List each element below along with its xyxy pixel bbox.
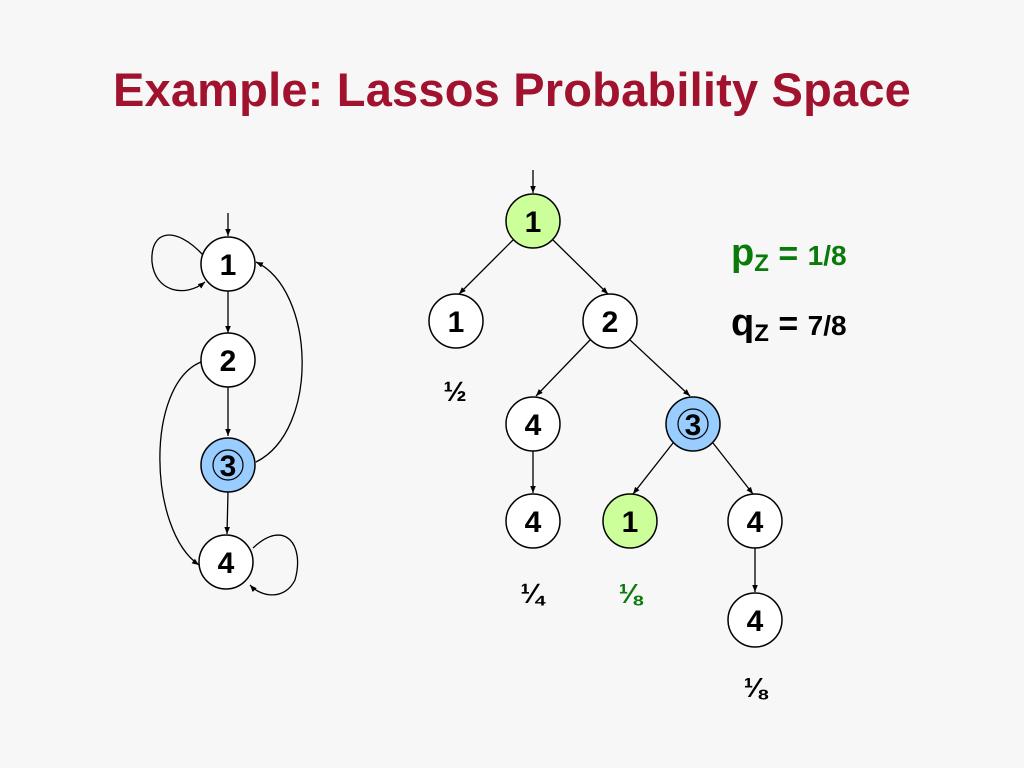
tree-node-l2-a-label: 4 xyxy=(525,409,542,442)
edge-g4-selfloop xyxy=(249,534,299,596)
state-node-4: 4 xyxy=(198,534,254,590)
tree-node-l2-a: 4 xyxy=(505,396,561,452)
edge-t-root-l1b xyxy=(552,239,609,295)
tree-node-l1-b-label: 2 xyxy=(602,306,619,339)
state-node-1-circle xyxy=(200,236,256,292)
tree-node-l2-a-circle xyxy=(505,396,561,452)
tree-node-l1-b-circle xyxy=(582,293,638,349)
equation-p-sub: Z xyxy=(754,250,769,277)
probability-labels: ½ ¼ ⅛ ⅛ xyxy=(443,376,768,703)
prob-eighth-green: ⅛ xyxy=(618,578,643,609)
tree-node-l3-a: 4 xyxy=(505,493,561,549)
tree-node-l3-a-circle xyxy=(505,493,561,549)
tree-node-l4-a-label: 4 xyxy=(747,605,764,638)
tree-node-l3-c-label: 4 xyxy=(747,506,764,539)
tree-node-l4-a: 4 xyxy=(727,592,783,648)
equation-q-eq: = xyxy=(768,305,808,343)
equation-p: pZ = 1/8 xyxy=(731,232,847,278)
tree-node-l1-b: 2 xyxy=(582,293,638,349)
state-node-2-circle xyxy=(200,332,256,388)
equation-p-eq: = xyxy=(768,235,808,273)
tree-node-l2-b-circle xyxy=(665,396,721,452)
tree-node-l3-c: 4 xyxy=(727,493,783,549)
state-node-1-label: 1 xyxy=(220,249,237,282)
edge-g2-g4 xyxy=(159,361,202,566)
equation-q-var: q xyxy=(731,302,755,344)
tree-node-l1-a-circle xyxy=(428,293,484,349)
tree-node-l3-a-label: 4 xyxy=(525,506,542,539)
state-node-3-label: 3 xyxy=(220,450,237,483)
tree-node-l2-b: 3 xyxy=(665,396,721,452)
state-node-3: 3 xyxy=(200,437,256,493)
state-node-2-label: 2 xyxy=(220,345,237,378)
edge-t-l1b-l2a xyxy=(535,339,591,397)
tree-node-root-circle xyxy=(505,193,561,249)
tree-node-root: 1 xyxy=(505,193,561,249)
tree-edges xyxy=(458,170,758,592)
prob-half: ½ xyxy=(443,376,466,407)
tree-node-l3-b-circle xyxy=(602,493,658,549)
edge-t-l2b-l3b xyxy=(632,442,674,495)
state-graph-edges xyxy=(151,213,303,596)
edge-g3-g4 xyxy=(224,491,230,535)
edge-t-root-l1a xyxy=(458,239,514,295)
tree-node-l2-b-label: 3 xyxy=(685,409,702,442)
tree-node-root-label: 1 xyxy=(525,206,542,239)
tree-node-l1-a-label: 1 xyxy=(448,306,465,339)
equation-q-value: 7/8 xyxy=(807,310,847,341)
equation-p-value: 1/8 xyxy=(807,240,847,271)
tree-node-l3-c-circle xyxy=(727,493,783,549)
state-node-4-label: 4 xyxy=(218,547,235,580)
state-node-1: 1 xyxy=(200,236,256,292)
tree-node-l3-b: 1 xyxy=(602,493,658,549)
state-node-2: 2 xyxy=(200,332,256,388)
state-graph-nodes: 1 2 3 4 xyxy=(198,236,256,590)
prob-eighth: ⅛ xyxy=(743,672,768,703)
edge-t-l1b-l2b xyxy=(629,339,691,397)
state-node-4-circle xyxy=(198,534,254,590)
equation-q-sub: Z xyxy=(754,320,769,347)
state-node-3-inner-ring xyxy=(212,449,244,481)
tree-nodes: 1 1 2 4 3 4 1 4 xyxy=(428,193,783,648)
state-node-3-circle xyxy=(200,437,256,493)
tree-node-l3-b-label: 1 xyxy=(622,506,639,539)
equation-p-var: p xyxy=(731,232,755,274)
slide-title: Example: Lassos Probability Space xyxy=(112,63,912,116)
equation-q: qZ = 7/8 xyxy=(731,302,847,348)
tree-node-l4-a-circle xyxy=(727,592,783,648)
edge-g3-g1 xyxy=(255,261,303,463)
tree-node-l2-b-inner-ring xyxy=(677,408,709,440)
edge-g1-selfloop xyxy=(151,234,206,292)
edge-t-l2b-l3c xyxy=(712,442,754,495)
prob-quarter: ¼ xyxy=(520,578,546,609)
tree-node-l1-a: 1 xyxy=(428,293,484,349)
